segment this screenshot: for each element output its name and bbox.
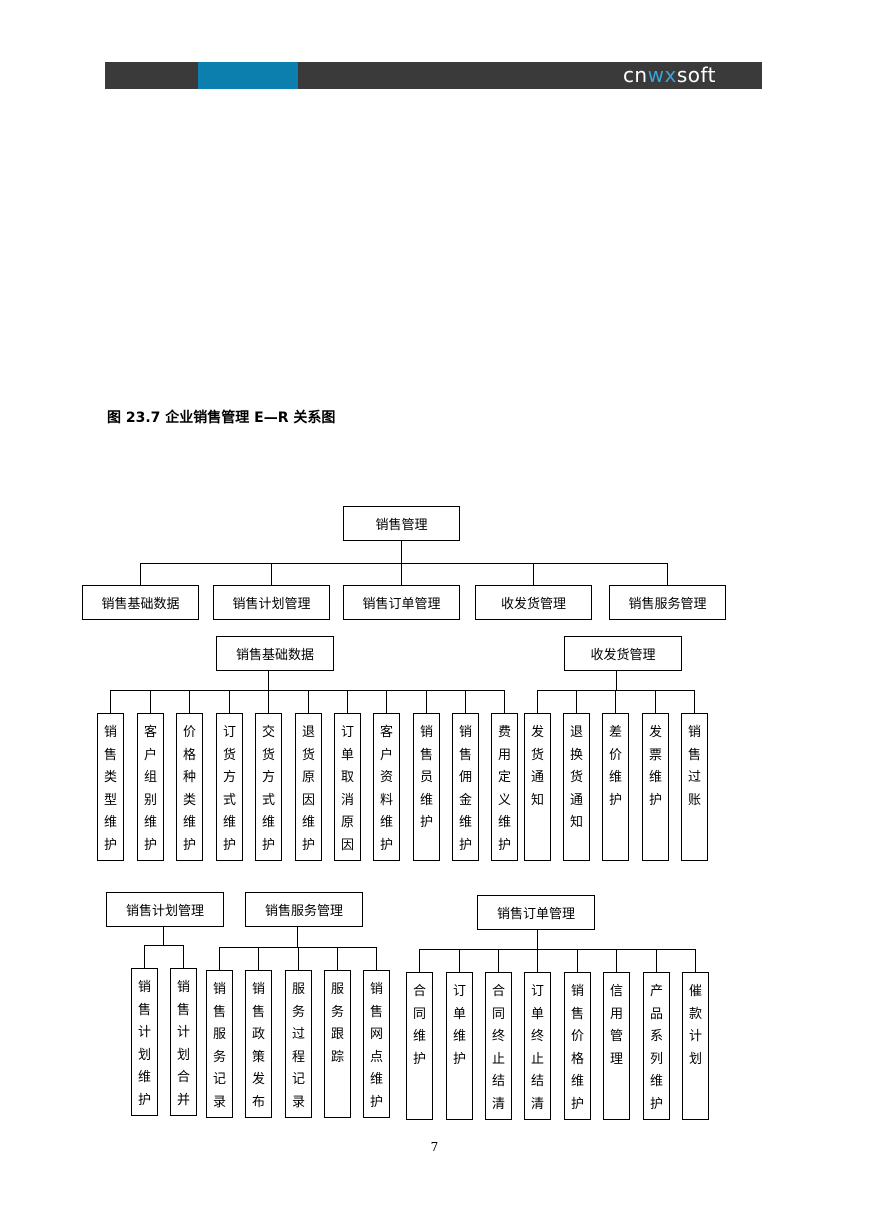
service-tree-drop [219,947,220,970]
entity-order-item: 订单终止结清 [524,972,551,1120]
order-tree-bus [419,949,696,950]
module-sales-service: 销售服务管理 [609,585,726,620]
order-tree-stem [537,930,538,949]
figure-caption: 图 23.7 企业销售管理 E—R 关系图 [107,410,336,426]
service-tree-stem [297,927,298,947]
base-data-tree-drop [229,690,230,713]
root-tree-stem [401,541,402,563]
module-base-data: 销售基础数据 [82,585,199,620]
base-data-tree-drop [110,690,111,713]
group-title-base-data: 销售基础数据 [216,636,334,671]
order-tree-drop [498,949,499,972]
entity-service-item: 销售服务记录 [206,970,233,1118]
entity-order-item: 合同终止结清 [485,972,512,1120]
entity-base-data-item: 交货方式维护 [255,713,282,861]
entity-base-data-item: 费用定义维护 [491,713,518,861]
entity-order-item: 订单维护 [446,972,473,1120]
entity-service-item: 服务跟踪 [324,970,351,1118]
header-bar: cnwxsoft [105,62,762,89]
shipping-tree-drop [537,690,538,713]
plan-tree-stem [163,927,164,945]
module-shipping: 收发货管理 [475,585,592,620]
entity-base-data-item: 客户组别维护 [137,713,164,861]
plan-tree-drop [144,945,145,968]
shipping-tree-stem [616,671,617,690]
module-sales-order: 销售订单管理 [343,585,460,620]
entity-order-item: 销售价格维护 [564,972,591,1120]
base-data-tree-drop [308,690,309,713]
service-tree-drop [376,947,377,970]
plan-tree-bus [144,945,184,946]
base-data-tree-drop [268,690,269,713]
entity-base-data-item: 订货方式维护 [216,713,243,861]
entity-base-data-item: 销售员维护 [413,713,440,861]
group-title-sales-plan: 销售计划管理 [106,892,224,927]
entity-base-data-item: 价格种类维护 [176,713,203,861]
service-tree-drop [258,947,259,970]
order-tree-drop [616,949,617,972]
order-tree-drop [577,949,578,972]
service-tree-drop [337,947,338,970]
entity-order-item: 信用管理 [603,972,630,1120]
entity-service-item: 服务过程记录 [285,970,312,1118]
order-tree-drop [459,949,460,972]
entity-plan-item: 销售计划维护 [131,968,158,1116]
order-tree-drop [419,949,420,972]
shipping-tree-bus [537,690,695,691]
root-tree-drop [667,563,668,585]
page-number: 7 [430,1140,439,1154]
entity-shipping-item: 发票维护 [642,713,669,861]
entity-base-data-item: 客户资料维护 [373,713,400,861]
shipping-tree-drop [615,690,616,713]
entity-base-data-item: 销售佣金维护 [452,713,479,861]
service-tree-drop [298,947,299,970]
entity-shipping-item: 销售过账 [681,713,708,861]
shipping-tree-drop [576,690,577,713]
base-data-tree-stem [268,671,269,690]
base-data-tree-drop [504,690,505,713]
base-data-tree-drop [465,690,466,713]
order-tree-drop [656,949,657,972]
base-data-tree-drop [426,690,427,713]
base-data-tree-drop [150,690,151,713]
root-tree-drop [140,563,141,585]
entity-base-data-item: 退货原因维护 [295,713,322,861]
root-entity-sales-management: 销售管理 [343,506,460,541]
entity-service-item: 销售网点维护 [363,970,390,1118]
cnwxsoft-logo: cnwxsoft [622,63,716,87]
entity-order-item: 产品系列维护 [643,972,670,1120]
entity-order-item: 催款计划 [682,972,709,1120]
base-data-tree-bus [110,690,505,691]
root-tree-drop [271,563,272,585]
base-data-tree-drop [189,690,190,713]
plan-tree-drop [183,945,184,968]
entity-service-item: 销售政策发布 [245,970,272,1118]
base-data-tree-drop [386,690,387,713]
group-title-sales-service: 销售服务管理 [245,892,363,927]
entity-shipping-item: 发货通知 [524,713,551,861]
order-tree-drop [695,949,696,972]
root-tree-bus [140,563,668,564]
entity-shipping-item: 差价维护 [602,713,629,861]
entity-base-data-item: 销售类型维护 [97,713,124,861]
shipping-tree-drop [655,690,656,713]
entity-plan-item: 销售计划合并 [170,968,197,1116]
group-title-sales-order: 销售订单管理 [477,895,595,930]
shipping-tree-drop [694,690,695,713]
entity-base-data-item: 订单取消原因 [334,713,361,861]
root-tree-drop [533,563,534,585]
header-accent-block [198,62,298,89]
group-title-shipping: 收发货管理 [564,636,682,671]
order-tree-drop [537,949,538,972]
root-tree-drop [401,563,402,585]
entity-shipping-item: 退换货通知 [563,713,590,861]
module-sales-plan: 销售计划管理 [213,585,330,620]
base-data-tree-drop [347,690,348,713]
entity-order-item: 合同维护 [406,972,433,1120]
